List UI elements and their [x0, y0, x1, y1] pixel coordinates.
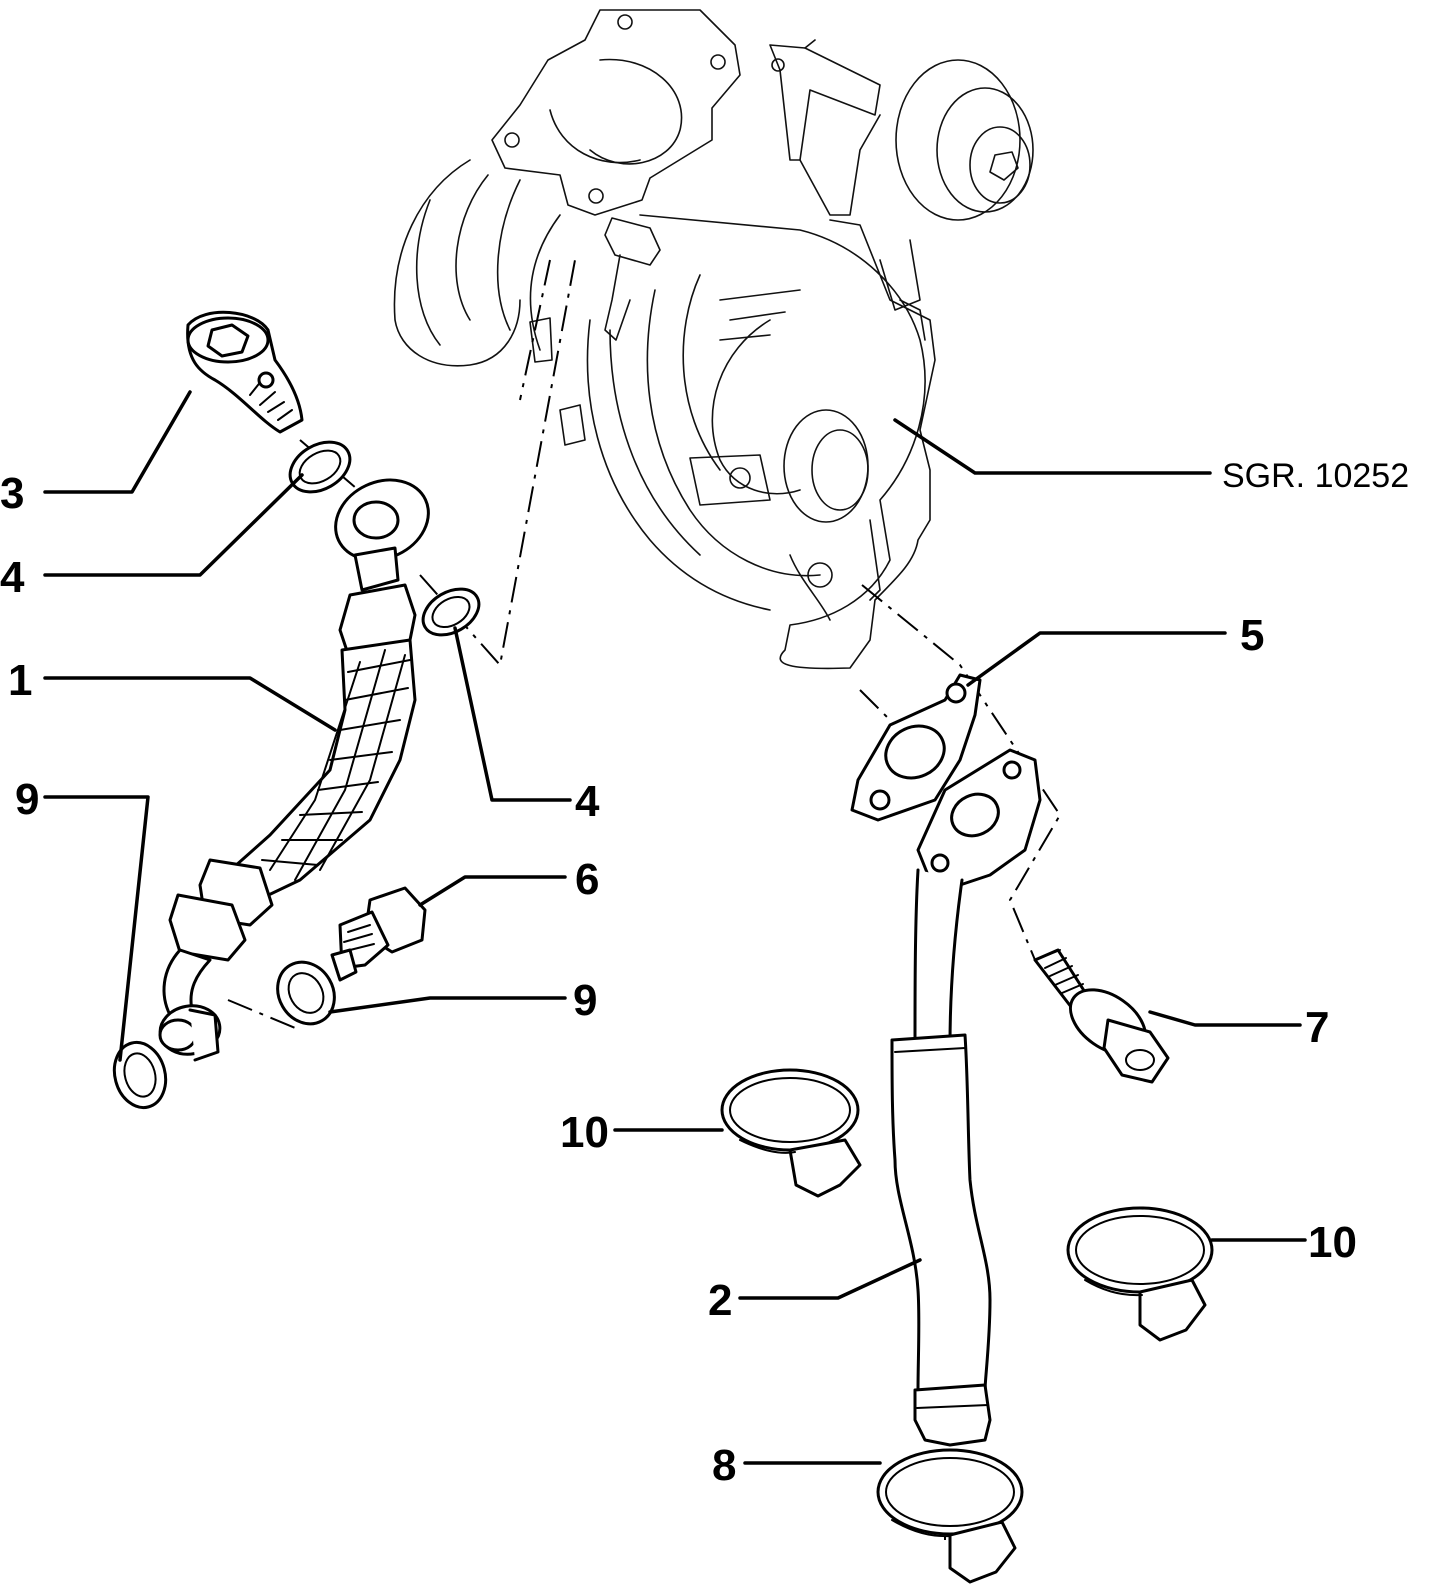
callout-5: 5 [1240, 611, 1264, 660]
callout-9-left: 9 [15, 775, 39, 824]
flange-bolt [1033, 948, 1170, 1084]
drawing-reference-code: SGR. 10252 [1222, 457, 1409, 495]
callout-8: 8 [712, 1441, 736, 1490]
hose-clamp-left [720, 1068, 862, 1198]
sealing-washer-upper [288, 440, 352, 494]
callout-9-right: 9 [573, 976, 597, 1025]
callout-4-lower: 4 [575, 777, 600, 826]
callout-6: 6 [575, 855, 599, 904]
callout-1: 1 [8, 656, 32, 705]
oil-feed-pipe [158, 478, 430, 1062]
hose-clamp-bottom [876, 1448, 1024, 1584]
callout-10-right: 10 [1308, 1218, 1357, 1267]
sealing-washer-lower [421, 587, 481, 637]
callout-10-left: 10 [560, 1108, 609, 1157]
callout-7: 7 [1305, 1003, 1329, 1052]
banjo-bolt [186, 310, 304, 434]
oil-return-pipe [890, 748, 1042, 1447]
callout-labels: 3 4 1 9 4 6 9 5 7 10 10 2 8 SGR. 10252 [0, 457, 1409, 1490]
hose-clamp-right [1066, 1206, 1214, 1342]
callout-4-upper: 4 [0, 553, 25, 602]
sealing-washer-union [276, 960, 336, 1026]
union-fitting [330, 886, 427, 982]
sealing-washer-pipe-end [112, 1040, 168, 1110]
callout-3: 3 [0, 469, 24, 518]
flange-gasket [850, 673, 982, 822]
callout-2: 2 [708, 1276, 732, 1325]
turbocharger-drawing [393, 9, 1034, 670]
leader-lines [43, 390, 1307, 1465]
